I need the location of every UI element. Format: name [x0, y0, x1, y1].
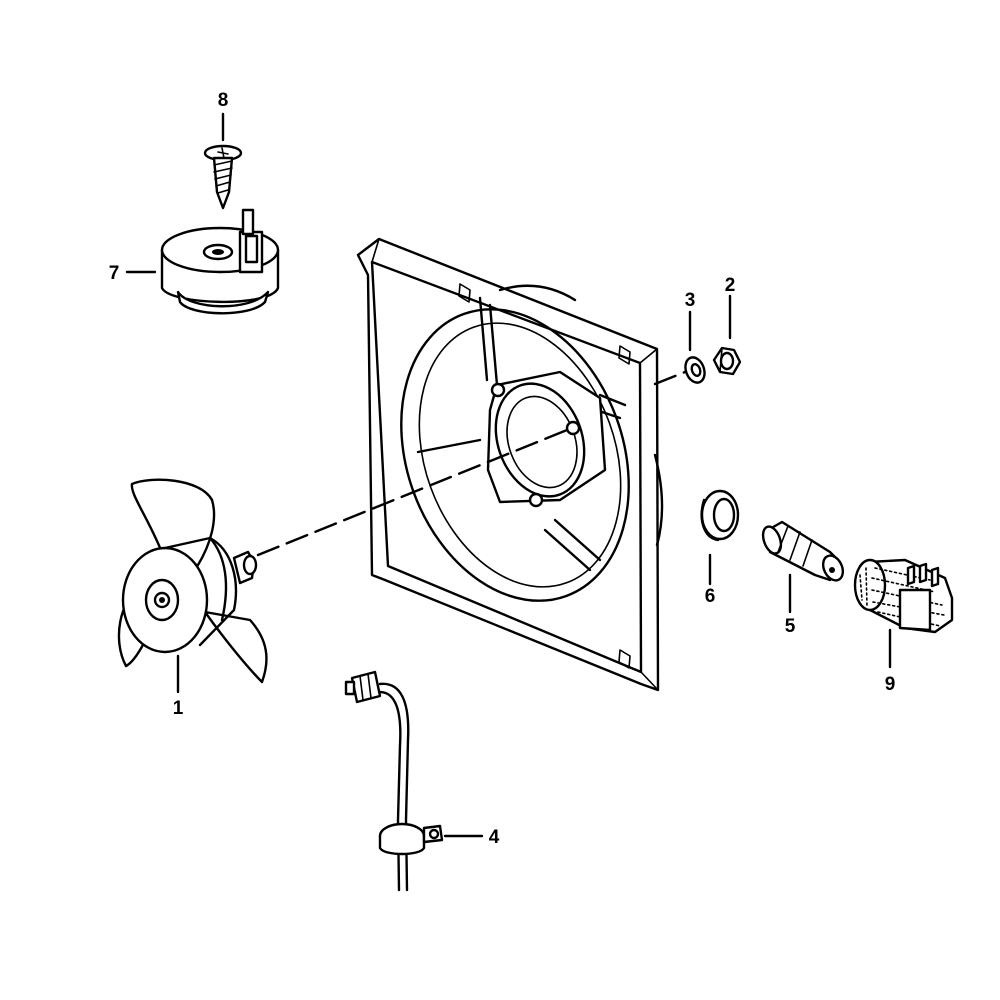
sealing-ring: [700, 489, 740, 542]
callout-6: 6: [705, 586, 716, 607]
leader-lines: [125, 112, 892, 838]
cable-harness: [344, 670, 444, 892]
fan-switch: [853, 558, 954, 634]
hex-nut: [712, 346, 742, 376]
temperature-switch: [761, 520, 845, 582]
callout-7: 7: [109, 263, 120, 284]
self-tapping-screw: [203, 144, 243, 210]
callout-9: 9: [885, 674, 896, 695]
callout-1: 1: [173, 698, 184, 719]
callout-numbers: 8 7 3 2 6 5 9 1 4: [109, 90, 896, 848]
fan-shroud: [356, 237, 664, 692]
callout-5: 5: [785, 616, 796, 637]
washer: [684, 356, 706, 384]
callout-4: 4: [489, 827, 500, 848]
assembly-center-lines: [256, 368, 692, 557]
callout-3: 3: [685, 290, 696, 311]
connector-housing: [160, 208, 280, 315]
callout-8: 8: [218, 90, 229, 111]
callout-2: 2: [725, 275, 736, 296]
fan-blade-assembly: [117, 478, 268, 684]
